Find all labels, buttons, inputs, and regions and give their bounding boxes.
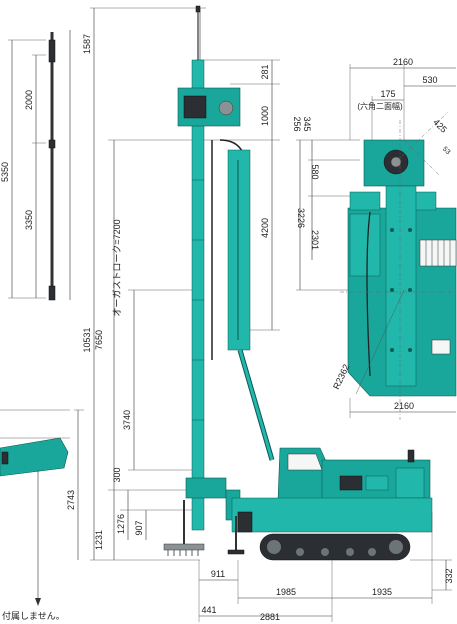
- mast-side-figure: 1587 281 1000 4200 10531 7650 オーガストローク=7…: [66, 5, 280, 561]
- dim-2743: 2743: [66, 490, 76, 510]
- carrier-figure: 911 1985 1935 441 2881 332: [198, 447, 454, 622]
- dim-441: 441: [201, 605, 216, 615]
- front-h2301: 2301: [310, 230, 320, 250]
- dim-1276: 1276: [116, 514, 126, 534]
- front-h3226: 3226: [296, 208, 306, 228]
- dim-2881: 2881: [260, 612, 280, 622]
- dim-1231: 1231: [94, 530, 104, 550]
- mast: [191, 59, 205, 531]
- front-width: 2160: [393, 57, 413, 67]
- rod-joint-bottom: [48, 285, 56, 301]
- dim-1985: 1985: [276, 587, 296, 597]
- dim-907: 907: [134, 520, 144, 535]
- rod-total-length: 5350: [0, 162, 10, 182]
- front-h580: 580: [310, 164, 320, 179]
- front-angle: 425: [431, 117, 449, 135]
- svg-text:53: 53: [441, 146, 452, 157]
- footnote: 付属しません。: [2, 611, 65, 621]
- rod-joint-mid: [48, 139, 56, 149]
- front-bottom-width: 2160: [394, 401, 414, 411]
- dim-300: 300: [112, 467, 122, 482]
- front-h345: 345: [302, 116, 312, 131]
- rod-upper-length: 2000: [24, 90, 34, 110]
- front-radius: R2362: [331, 363, 351, 391]
- kelly-guide: [227, 149, 251, 351]
- dim-332: 332: [444, 568, 454, 583]
- front-w530: 530: [422, 75, 437, 85]
- auger-rod-figure: 5350 2000 3350: [0, 30, 71, 301]
- dim-auger-stroke: オーガストローク=7200: [112, 219, 122, 316]
- dim-top: 1587: [82, 34, 92, 54]
- dim-overall: 10531: [82, 327, 92, 352]
- dim-head: 1000: [260, 106, 270, 126]
- rod-joint-top: [48, 39, 56, 63]
- dim-lower-span: 3740: [122, 410, 132, 430]
- front-w175: 175: [380, 89, 395, 99]
- front-mast: [385, 185, 417, 387]
- boom-partial: [0, 409, 70, 606]
- auger-bit: [163, 543, 205, 551]
- dim-911: 911: [211, 569, 225, 579]
- dim-height-with-rod: 7650: [94, 330, 104, 350]
- front-view-figure: 2160 530 175 (六角二面幅) 345 256 580 3226 23…: [292, 57, 457, 420]
- dim-head-gap: 281: [260, 64, 270, 79]
- dim-1935: 1935: [372, 587, 392, 597]
- front-h256: 256: [292, 116, 302, 131]
- hex-note: (六角二面幅): [357, 101, 403, 111]
- crawler-track: [259, 533, 411, 561]
- dim-stroke-upper: 4200: [260, 218, 270, 238]
- rod-lower-length: 3350: [24, 210, 34, 230]
